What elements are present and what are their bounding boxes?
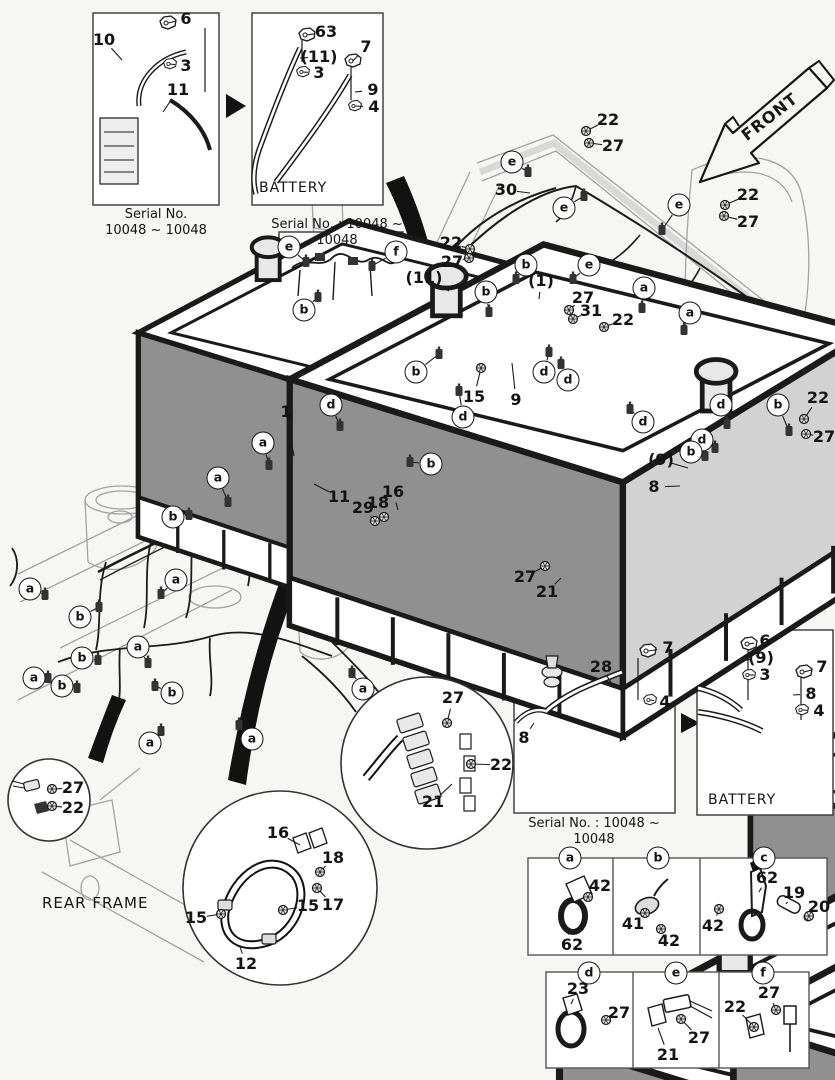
detail-circle-art <box>11 712 476 950</box>
detail-grid <box>527 857 828 1069</box>
detail-circles <box>7 676 514 986</box>
front-arrow: FRONT <box>698 59 835 184</box>
serial-caption-mid-right: Serial No. : 10048 ~ 10048 <box>528 816 660 848</box>
serial-caption-top-left: Serial No. 10048 ~ 10048 <box>86 207 226 240</box>
rear-frame-label: REAR FRAME <box>42 894 149 912</box>
battery-label-right: BATTERY <box>708 792 777 808</box>
serial-caption-top-mid: Serial No. : 10048 ~ 10048 <box>271 217 403 249</box>
grid-row-1 <box>527 857 828 956</box>
detail-circle-ground-strap <box>182 790 378 986</box>
serial-caption-top-left-line1: Serial No. <box>124 207 188 222</box>
inset-artwork <box>99 15 835 1080</box>
detail-circle-connector-small <box>7 758 91 842</box>
serial-caption-top-left-line2: 10048 ~ 10048 <box>105 223 207 239</box>
battery-label-top: BATTERY <box>259 180 328 196</box>
